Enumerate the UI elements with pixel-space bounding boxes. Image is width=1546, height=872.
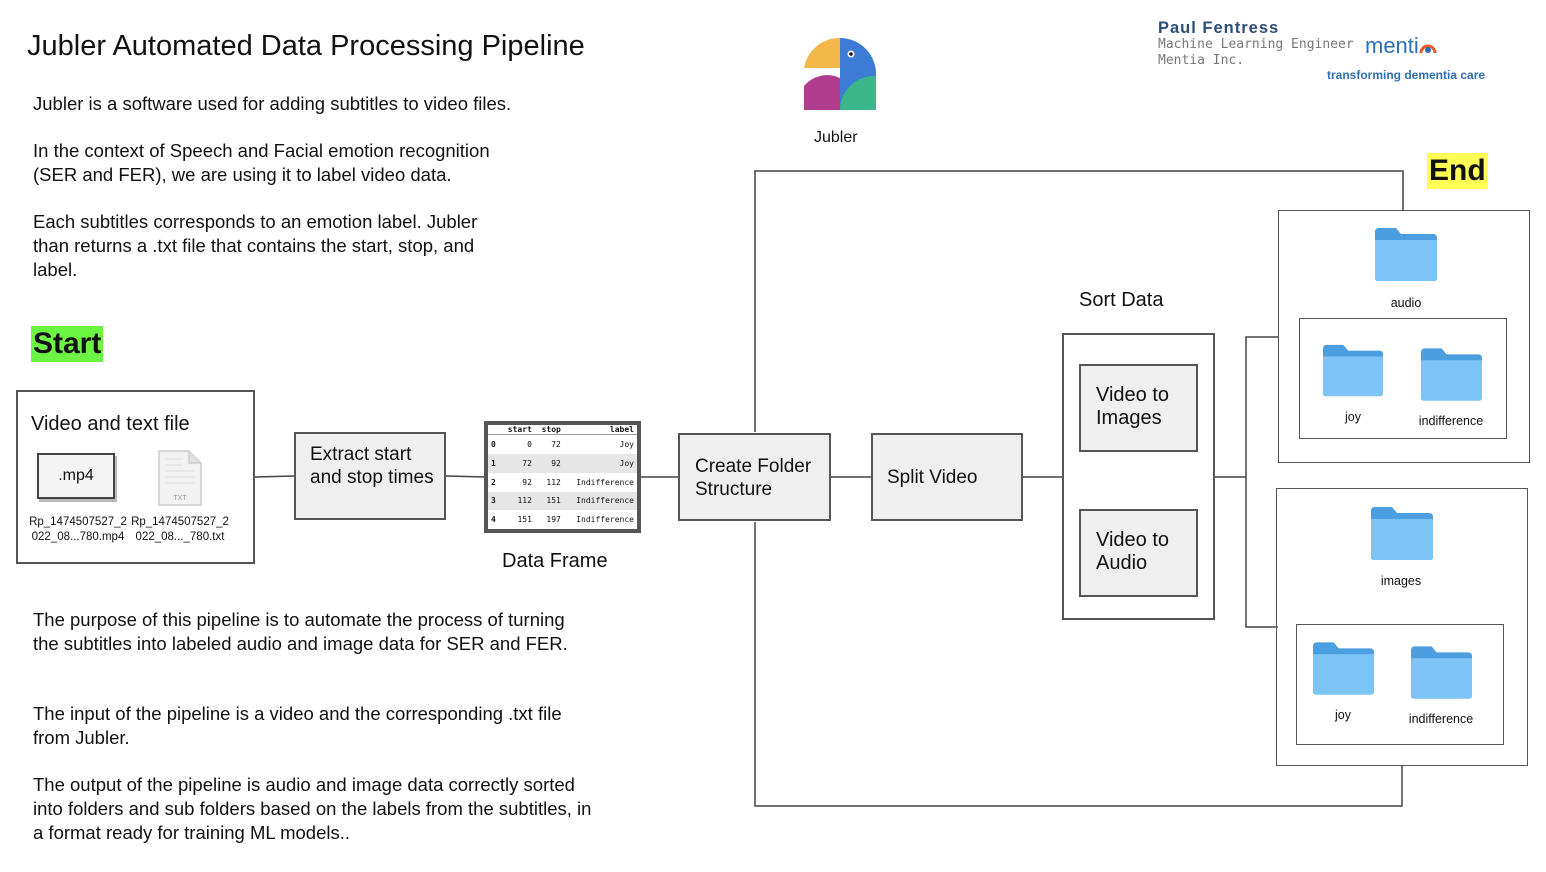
- extract-step-box: [294, 432, 446, 520]
- data-frame-cell: Indifference: [576, 477, 634, 487]
- video-to-images-box: [1079, 364, 1198, 452]
- data-frame-cell: 0: [527, 440, 532, 450]
- data-frame-cell: 92: [522, 477, 532, 487]
- split-video-box: [871, 433, 1023, 521]
- images-folder-label: images: [1380, 574, 1422, 588]
- mp4-filename: Rp_1474507527_2 022_08...780.mp4: [29, 516, 127, 543]
- mp4-label: .mp4: [58, 467, 94, 484]
- data-frame-cell: 3: [488, 491, 501, 511]
- data-frame-cell: 4: [491, 515, 496, 525]
- end-tag: End: [1427, 153, 1488, 189]
- extract-step-label: Extract start and stop times: [310, 444, 434, 488]
- data-frame-cell: 197: [546, 515, 561, 525]
- data-frame-cell: 151: [517, 515, 532, 525]
- images-indifference-folder-icon: [1410, 646, 1473, 699]
- data-frame-cell: Joy: [619, 440, 634, 450]
- brand-name: menti: [1365, 33, 1419, 58]
- data-frame-header-cell: start: [500, 425, 535, 435]
- images-indifference-label: indifference: [1408, 712, 1474, 726]
- intro-paragraph-1: Jubler is a software used for adding sub…: [33, 93, 512, 114]
- jubler-logo-icon: [804, 37, 877, 111]
- txt-file-icon: TXT: [158, 450, 202, 506]
- data-frame-caption: Data Frame: [502, 550, 608, 572]
- sort-data-box: [1062, 333, 1215, 620]
- intro-paragraph-3: Each subtitles corresponds to an emotion…: [33, 211, 478, 280]
- brand-logo: menti: [1365, 33, 1437, 59]
- data-frame-cell: 0: [491, 440, 496, 450]
- data-frame-cell: Indifference: [563, 491, 637, 511]
- data-frame-cell: Indifference: [576, 515, 634, 525]
- data-frame-header-cell: [488, 425, 501, 435]
- data-frame-cell: Joy: [563, 454, 637, 473]
- sort-data-label: Sort Data: [1079, 289, 1164, 311]
- split-video-label: Split Video: [887, 467, 978, 488]
- author-role: Machine Learning Engineer: [1158, 37, 1354, 52]
- data-frame-header-cell: label: [563, 425, 637, 435]
- data-frame-cell: 112: [500, 491, 535, 511]
- data-frame-header-cell: stop: [534, 425, 564, 435]
- data-frame-row: 0 0 72 Joy: [488, 435, 637, 455]
- txt-icon-label: TXT: [173, 495, 187, 502]
- audio-output-box: [1278, 210, 1530, 463]
- images-output-box: [1276, 488, 1528, 766]
- audio-subfolders-box: [1299, 318, 1507, 439]
- images-folder-icon: [1371, 507, 1433, 560]
- audio-indifference-label: indifference: [1418, 414, 1484, 428]
- author-name: Paul Fentress: [1158, 19, 1280, 37]
- intro-paragraph-2: In the context of Speech and Facial emot…: [33, 140, 490, 185]
- outro-paragraph-3: The output of the pipeline is audio and …: [33, 774, 592, 843]
- data-frame-cell: 1: [488, 454, 501, 473]
- images-joy-label: joy: [1335, 708, 1351, 722]
- outro-paragraph-2: The input of the pipeline is a video and…: [33, 703, 562, 748]
- input-box: [16, 390, 255, 564]
- start-tag: Start: [31, 326, 104, 362]
- create-folder-label: Create Folder Structure: [695, 456, 812, 500]
- data-frame-row: 2 92 112 Indifference: [488, 473, 637, 492]
- txt-filename: Rp_1474507527_2 022_08..._780.txt: [131, 516, 229, 543]
- audio-folder-icon: [1375, 228, 1437, 281]
- brand-tagline: transforming dementia care: [1327, 68, 1486, 82]
- images-joy-folder-icon: [1312, 642, 1375, 695]
- jubler-label: Jubler: [814, 129, 858, 146]
- audio-joy-folder-icon: [1322, 344, 1384, 397]
- audio-folder-label: audio: [1390, 296, 1422, 310]
- audio-joy-label: joy: [1345, 410, 1361, 424]
- data-frame-cell: 72: [551, 440, 561, 450]
- data-frame-cell: 92: [534, 454, 564, 473]
- author-company: Mentia Inc.: [1158, 53, 1245, 68]
- data-frame-cell: 112: [546, 477, 561, 487]
- data-frame-cell: 72: [500, 454, 535, 473]
- video-to-images-label: Video to Images: [1096, 384, 1170, 429]
- mp4-file-icon: .mp4: [37, 453, 115, 499]
- images-subfolders-box: [1296, 624, 1504, 745]
- data-frame-cell: 2: [491, 477, 496, 487]
- page-title: Jubler Automated Data Processing Pipelin…: [27, 30, 585, 62]
- audio-indifference-folder-icon: [1420, 348, 1483, 401]
- video-to-audio-box: [1079, 509, 1198, 597]
- create-folder-box: [678, 433, 831, 521]
- data-frame-row: 4 151 197 Indifference: [488, 510, 637, 529]
- video-to-audio-label: Video to Audio: [1096, 529, 1170, 574]
- data-frame-cell: 151: [534, 491, 564, 511]
- brand-mark-icon: [1419, 44, 1437, 54]
- outro-paragraph-1: The purpose of this pipeline is to autom…: [33, 609, 568, 654]
- input-box-title: Video and text file: [31, 413, 190, 435]
